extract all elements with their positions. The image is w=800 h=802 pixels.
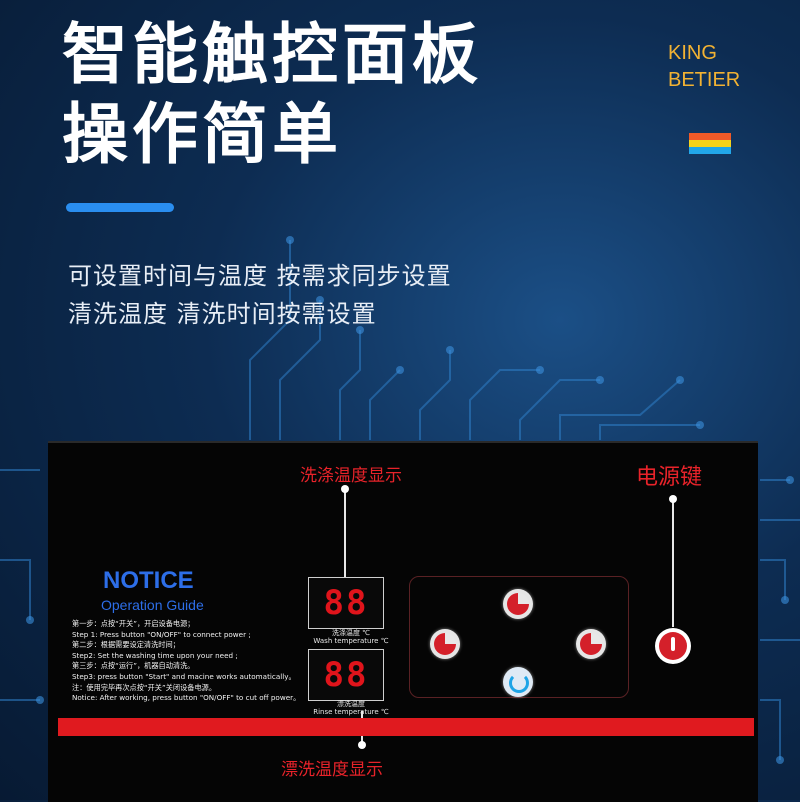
guide-line: 第一步：点按“开关”，开启设备电源； <box>72 619 195 628</box>
rinse-caption-cn: 漂洗温度 <box>337 700 365 708</box>
wash-caption-cn: 洗涤温度 ℃ <box>331 629 371 637</box>
wash-temperature-display: 88 <box>308 577 384 629</box>
start-touch-key[interactable] <box>503 667 533 697</box>
wash-temperature-caption: 洗涤温度 ℃ Wash temperature ℃ <box>306 629 396 645</box>
wash-display-label: 洗涤温度显示 <box>300 466 402 486</box>
brand-line-1: KING <box>668 42 717 64</box>
brand-color-stripes <box>689 133 731 154</box>
brand-line-2: BETIER <box>668 69 741 91</box>
power-button[interactable] <box>655 628 691 664</box>
power-key-label: 电源键 <box>636 465 703 490</box>
rinse-temperature-value: 88 <box>323 655 369 695</box>
wash-label-leader-line <box>344 487 346 577</box>
intro-line-2: 清洗温度 清洗时间按需设置 <box>68 300 377 328</box>
top-touch-key[interactable] <box>503 589 533 619</box>
red-accent-strip <box>58 718 754 736</box>
power-leader-dot <box>669 495 677 503</box>
notice-title: NOTICE <box>103 567 194 594</box>
guide-line: 第三步：点按“运行”，机器自动清洗。 <box>72 661 195 671</box>
wash-leader-dot <box>341 485 349 493</box>
left-touch-key[interactable] <box>430 629 460 659</box>
guide-line: Notice: After working, press button "ON/… <box>72 693 301 703</box>
guide-line: Step2: Set the washing time upon your ne… <box>72 650 238 660</box>
guide-line: 第二步：根据需要设定清洗时间； <box>72 640 180 650</box>
headline-line-1: 智能触控面板 <box>62 16 482 93</box>
wash-caption-en: Wash temperature ℃ <box>313 637 389 645</box>
power-label-leader-line <box>672 497 674 627</box>
accent-bar <box>66 203 174 212</box>
operation-guide-text: 第一步：点按“开关”，开启设备电源； Step 1: Press button … <box>72 619 334 704</box>
notice-subtitle: Operation Guide <box>101 597 204 613</box>
wash-temperature-value: 88 <box>323 583 369 623</box>
brand-logo: KING BETIER <box>668 40 740 94</box>
rinse-temperature-display: 88 <box>308 649 384 701</box>
touch-keypad <box>409 576 629 698</box>
rinse-leader-dot <box>358 741 366 749</box>
guide-line: Step 1: Press button "ON/OFF" to connect… <box>72 629 251 639</box>
rinse-display-label: 漂洗温度显示 <box>281 760 383 780</box>
right-touch-key[interactable] <box>576 629 606 659</box>
rinse-temperature-caption: 漂洗温度 Rinse temperature ℃ <box>306 700 396 716</box>
intro-line-1: 可设置时间与温度 按需求同步设置 <box>68 262 452 290</box>
control-panel: 洗涤温度显示 电源键 NOTICE Operation Guide 第一步：点按… <box>48 441 758 802</box>
headline-line-2: 操作简单 <box>62 96 342 173</box>
rinse-caption-en: Rinse temperature ℃ <box>313 708 389 716</box>
guide-line: Step3: press button "Start" and macine w… <box>72 671 296 681</box>
guide-line: 注：使用完毕再次点按“开关”关闭设备电源。 <box>72 682 217 692</box>
